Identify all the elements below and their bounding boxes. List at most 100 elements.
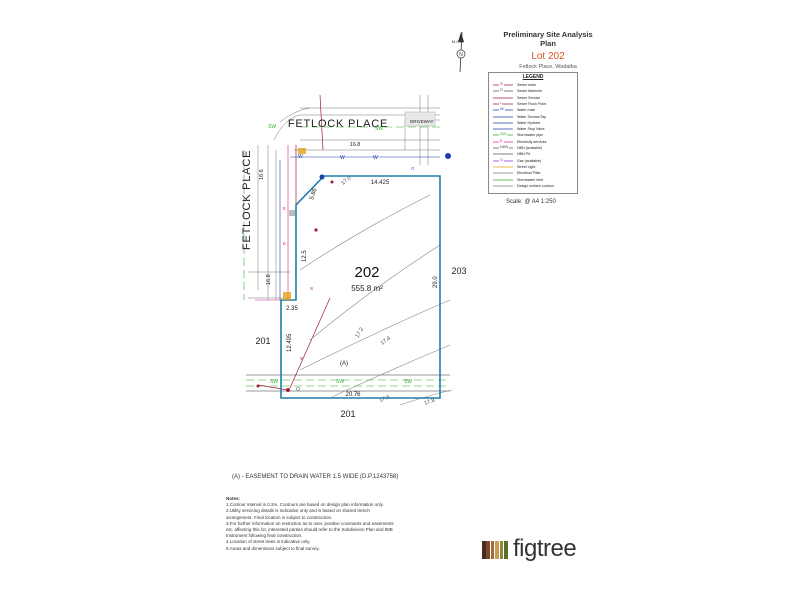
easement-note: (A) - EASEMENT TO DRAIN WATER 1.5 WIDE (… — [232, 474, 399, 480]
legend-symbol-icon — [493, 183, 513, 189]
water-hydrant-icon — [445, 153, 451, 159]
legend-row: Water Hydrant — [489, 120, 577, 126]
legend-symbol-icon: O — [493, 87, 513, 94]
legend-symbol-icon — [493, 114, 513, 120]
lot-title: Lot 202 — [531, 51, 565, 62]
dim-step: 2.35 — [286, 306, 298, 312]
adjoining-lot-bottom: 201 — [340, 409, 355, 419]
legend-row: •Sewer Flush Point — [489, 99, 577, 107]
scale-label: Scale: @ A4 1:250 — [506, 199, 556, 205]
logo-bar — [504, 541, 508, 559]
contour-label: 17.6 — [379, 395, 391, 404]
contour-line — [309, 244, 441, 341]
dim-left-upper: 12.5 — [302, 250, 308, 262]
sewer-flush-point-icon-2 — [256, 384, 260, 388]
logo-bar — [482, 541, 486, 559]
sewer-point-icon — [314, 228, 318, 232]
logo-bar — [495, 541, 499, 559]
legend-symbol-icon: W — [493, 106, 513, 113]
lot-202-boundary[interactable] — [280, 175, 441, 399]
legend-symbol-icon: NBN — [493, 144, 513, 150]
title-block: Preliminary Site Analysis Plan Lot 202 F… — [498, 30, 598, 70]
legend-row: Electrical Pillar — [489, 170, 577, 176]
legend-symbol-icon — [493, 120, 513, 126]
water-line — [279, 156, 440, 300]
legend-row: O Sewer Manhole — [489, 87, 577, 94]
water-label-1: W — [340, 155, 345, 161]
legend-title: LEGEND — [522, 74, 544, 80]
notes: Notes: 1.Contour interval is 0.2m. Conto… — [226, 496, 396, 552]
adjoining-lot-right: 203 — [451, 266, 466, 276]
dim-top: 14.425 — [371, 180, 390, 186]
legend-label: Sewer Flush Point — [517, 101, 547, 106]
lot-number: 202 — [354, 264, 379, 281]
contour-label: 17.0 — [340, 175, 352, 186]
kerb-dim-left-top: 16.6 — [259, 169, 265, 180]
legend-symbol-icon — [493, 164, 513, 170]
stormwater-lines — [243, 126, 450, 387]
logo-bar — [499, 541, 504, 559]
note-line-4: 4.Location of street trees is indicative… — [226, 539, 311, 545]
contour-line — [299, 299, 451, 371]
legend-row: Stormwater inlet — [489, 177, 577, 183]
legend-label: Sewer Manhole — [517, 89, 542, 94]
legend-label: Electricity services — [517, 139, 547, 144]
svg-text:N: N — [459, 52, 463, 58]
electricity-line — [255, 145, 292, 301]
legend-symbol-icon — [493, 126, 513, 132]
legend-row: Street Light — [489, 164, 577, 170]
legend-label: Design surface contour — [517, 183, 554, 188]
easement-marker: (A) — [340, 361, 348, 367]
brand-name: figtree — [513, 535, 577, 562]
dim-chamfer: 5.86 — [309, 187, 319, 201]
sw-label-3: SW — [270, 379, 278, 385]
legend-label: Water Service/Tap — [517, 114, 547, 119]
dim-left-lower: 12.495 — [287, 333, 293, 352]
sewer-manhole-icon — [296, 387, 300, 391]
legend-label: NBN Pit — [517, 152, 530, 157]
electricity-label-1: E — [283, 206, 286, 211]
legend-label: Water Hydrant — [517, 120, 541, 125]
legend-label: Stormwater pipe — [517, 133, 544, 138]
legend-symbol-icon: E — [493, 137, 513, 144]
legend-row: S Sewer main — [489, 81, 577, 88]
legend-label: Electrical Pillar — [517, 171, 541, 176]
sw-label-2: SW — [375, 126, 383, 132]
street-light-icon — [298, 148, 306, 154]
legend-row: SW Stormwater pipe — [489, 131, 577, 138]
service-markers — [256, 148, 451, 392]
legend-label: Sewer main — [517, 83, 536, 87]
legend-label: Water Stop Valve — [517, 127, 545, 132]
sw-label-5: SW — [404, 379, 412, 385]
contour-line — [399, 389, 453, 406]
driveway — [404, 111, 436, 127]
legend-row: E Electricity services — [489, 137, 577, 145]
legend-label: Street Light — [517, 164, 536, 169]
street-label-left: FETLOCK PLACE — [241, 150, 253, 250]
sewer-service-icon — [330, 180, 334, 184]
logo-mark-icon — [482, 539, 510, 559]
contour-label: 17.2 — [355, 327, 366, 339]
north-label: M.G.A. — [452, 39, 464, 44]
legend-row: Water Stop Valve — [489, 126, 577, 132]
street-label-top: FETLOCK PLACE — [288, 118, 388, 130]
north-arrow: M.G.A. N — [452, 31, 466, 73]
lot-address: Fetlock Place, Wadalba — [519, 64, 577, 70]
lot-area: 555.8 m² — [351, 284, 383, 293]
legend-row: Design surface contour — [489, 183, 577, 189]
notes-heading: Notes: — [226, 496, 241, 501]
contour-label: 17.8 — [424, 398, 436, 407]
contour-line — [299, 194, 431, 271]
legend-symbol-icon — [493, 95, 513, 101]
legend-row: Sewer Service — [489, 95, 577, 101]
easement-lines — [246, 374, 450, 392]
nbn-pit-icon — [289, 210, 295, 216]
legend-symbol-icon: S — [493, 81, 513, 87]
legend-symbol-icon: SW — [493, 131, 513, 138]
